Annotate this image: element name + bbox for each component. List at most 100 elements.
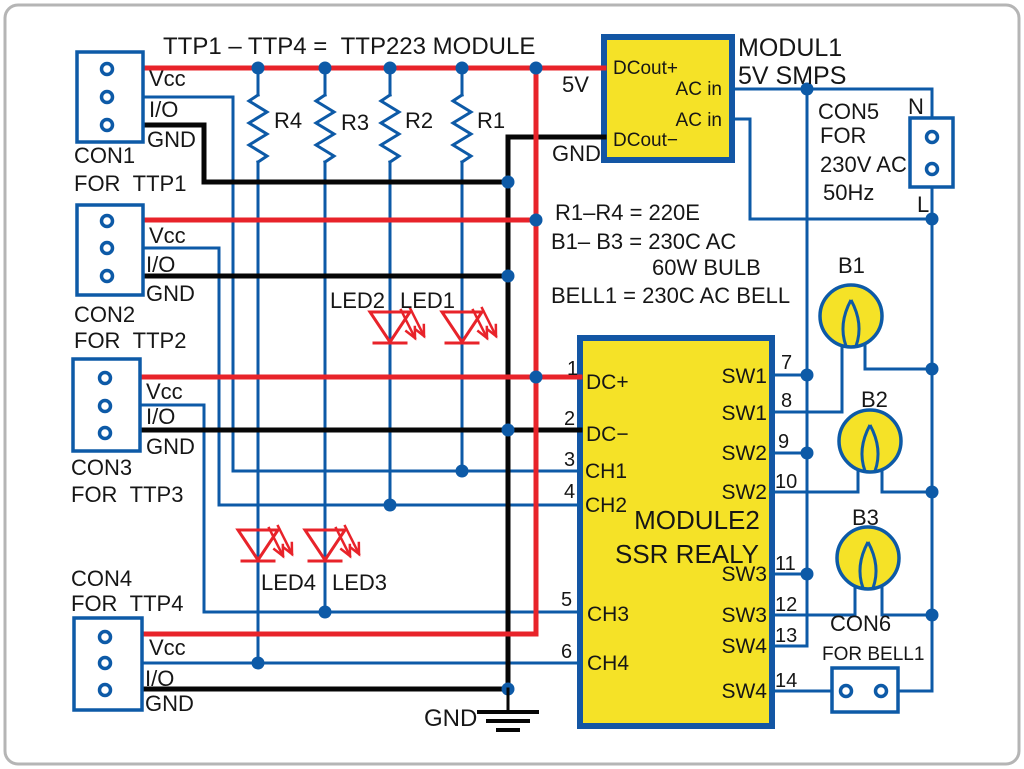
led-LED4-arrow-2-head bbox=[281, 541, 294, 557]
con5-n-label: N bbox=[908, 94, 924, 119]
led-LED3-arrow-1 bbox=[334, 526, 352, 558]
bulb-B3-flame-right bbox=[866, 541, 878, 589]
junction-dot-17 bbox=[800, 446, 814, 460]
con1-pin-1 bbox=[99, 61, 115, 77]
module2-pin5-number: 5 bbox=[561, 589, 572, 611]
led-LED1-arrow-2-head bbox=[485, 323, 498, 339]
module2-pin-sw4a: SW4 bbox=[721, 635, 767, 658]
led-LED1-arrow-2 bbox=[480, 306, 498, 338]
module2-pin-dcplus: DC+ bbox=[586, 371, 629, 394]
led3-label: LED3 bbox=[332, 570, 387, 595]
con5-pin-2 bbox=[924, 161, 940, 177]
con2-vcc-label: Vcc bbox=[149, 223, 186, 248]
module2-pin-sw3b: SW3 bbox=[721, 604, 767, 627]
resistor-R2-body bbox=[378, 92, 402, 165]
bulb-B3-flame-left bbox=[858, 541, 870, 589]
led-LED4-arrow-1-head bbox=[272, 543, 285, 559]
con5-pin-1 bbox=[924, 129, 940, 145]
con3-pin-2 bbox=[97, 398, 113, 414]
con4-io-label: I/O bbox=[145, 666, 174, 691]
con2-desc: FOR TTP2 bbox=[74, 328, 186, 353]
con5-for-label: FOR bbox=[820, 123, 866, 148]
module1-pin-acin-2: AC in bbox=[676, 110, 722, 131]
smps-5v-label: 5V bbox=[562, 72, 589, 97]
module2-pin-dcminus: DC− bbox=[586, 423, 629, 446]
module1-pin-dcout-plus: DCout+ bbox=[613, 58, 678, 79]
wire-con1-gnd bbox=[140, 122, 511, 185]
con6-pin-1 bbox=[838, 683, 854, 699]
junction-dot-3 bbox=[455, 61, 469, 75]
bulb-B2 bbox=[837, 408, 903, 474]
con5-body bbox=[908, 116, 955, 189]
note-resistors: R1–R4 = 220E bbox=[555, 200, 700, 225]
con4-name: CON4 bbox=[71, 566, 132, 591]
led-LED3-arrow-2 bbox=[343, 524, 361, 556]
con1-gnd-label: GND bbox=[147, 127, 196, 152]
bulb-B2-flame-right bbox=[868, 424, 880, 472]
module2-pin1-number: 1 bbox=[567, 358, 578, 380]
led-LED1-triangle bbox=[439, 310, 485, 345]
wire-gnd-bus bbox=[505, 134, 607, 692]
note-bell: BELL1 = 230C AC BELL bbox=[551, 283, 790, 308]
con3-name: CON3 bbox=[71, 455, 132, 480]
resistor-R3-body bbox=[313, 92, 337, 165]
con2-pin-3 bbox=[99, 268, 115, 284]
module1-desc: 5V SMPS bbox=[738, 62, 846, 90]
con3-desc: FOR TTP3 bbox=[71, 482, 183, 507]
junction-dot-4 bbox=[529, 61, 543, 75]
module2-pin-sw1a: SW1 bbox=[721, 365, 767, 388]
module2-pin13-number: 13 bbox=[775, 625, 797, 647]
led-LED2-triangle bbox=[367, 310, 413, 345]
con3-pin-3 bbox=[97, 425, 113, 441]
led-LED1-arrow-1-head bbox=[476, 325, 489, 341]
module2-pin11-number: 11 bbox=[775, 553, 796, 575]
led1-label: LED1 bbox=[400, 288, 455, 313]
r3-label: R3 bbox=[341, 110, 369, 135]
led-LED3-triangle bbox=[302, 528, 348, 563]
wire-live-bus bbox=[896, 185, 934, 693]
wire-con1-io-ch1 bbox=[141, 95, 582, 473]
con1-io-label: I/O bbox=[149, 97, 178, 122]
junction-dot-20 bbox=[925, 362, 939, 376]
module2-pin-ch3: CH3 bbox=[587, 603, 629, 626]
led-LED2-arrow-1 bbox=[399, 308, 417, 340]
junction-dot-2 bbox=[383, 61, 397, 75]
con5-l-label: L bbox=[917, 192, 929, 217]
diagram-title: TTP1 – TTP4 = TTP223 MODULE bbox=[163, 33, 535, 60]
junction-dot-11 bbox=[455, 464, 469, 478]
module2-pin4-number: 4 bbox=[564, 481, 575, 503]
con4-vcc-label: Vcc bbox=[149, 635, 186, 660]
wire-b1-to-live bbox=[863, 342, 934, 371]
junction-dot-18 bbox=[800, 567, 814, 581]
module2-pin-sw2a: SW2 bbox=[721, 442, 767, 465]
led-LED4-triangle bbox=[235, 528, 281, 563]
r1-label: R1 bbox=[477, 108, 505, 133]
junction-dot-13 bbox=[318, 605, 332, 619]
con4-pin-3 bbox=[97, 682, 113, 698]
junction-dot-0 bbox=[251, 61, 265, 75]
led-LED2-arrow-1-head bbox=[404, 325, 417, 341]
led-LED3-arrow-1-head bbox=[339, 543, 352, 559]
con3-gnd-label: GND bbox=[146, 434, 195, 459]
con6-name: CON6 bbox=[830, 611, 891, 636]
module2-pin-sw1b: SW1 bbox=[721, 402, 767, 425]
resistor-R4-body bbox=[246, 92, 270, 165]
module1-smps-box bbox=[601, 34, 735, 163]
led4-label: LED4 bbox=[261, 570, 316, 595]
resistor-R1-body bbox=[450, 92, 474, 165]
module2-pin12-number: 12 bbox=[775, 594, 797, 616]
con1-pin-2 bbox=[99, 89, 115, 105]
con3-io-label: I/O bbox=[146, 404, 175, 429]
bulb-b3-label: B3 bbox=[852, 505, 879, 530]
module1-pin-acin-1: AC in bbox=[676, 79, 722, 100]
module2-pin7-number: 7 bbox=[781, 352, 792, 374]
led-LED2-arrow-2-head bbox=[413, 323, 426, 339]
module2-pin9-number: 9 bbox=[778, 431, 789, 453]
module1-pin-dcout-minus: DCout− bbox=[613, 130, 678, 151]
con3-vcc-label: Vcc bbox=[146, 379, 183, 404]
r2-label: R2 bbox=[405, 108, 433, 133]
wire-acin1-to-con5-n bbox=[730, 87, 934, 120]
led-LED3-arrow-2-head bbox=[348, 541, 361, 557]
bulb-B2-flame-left bbox=[860, 424, 872, 472]
